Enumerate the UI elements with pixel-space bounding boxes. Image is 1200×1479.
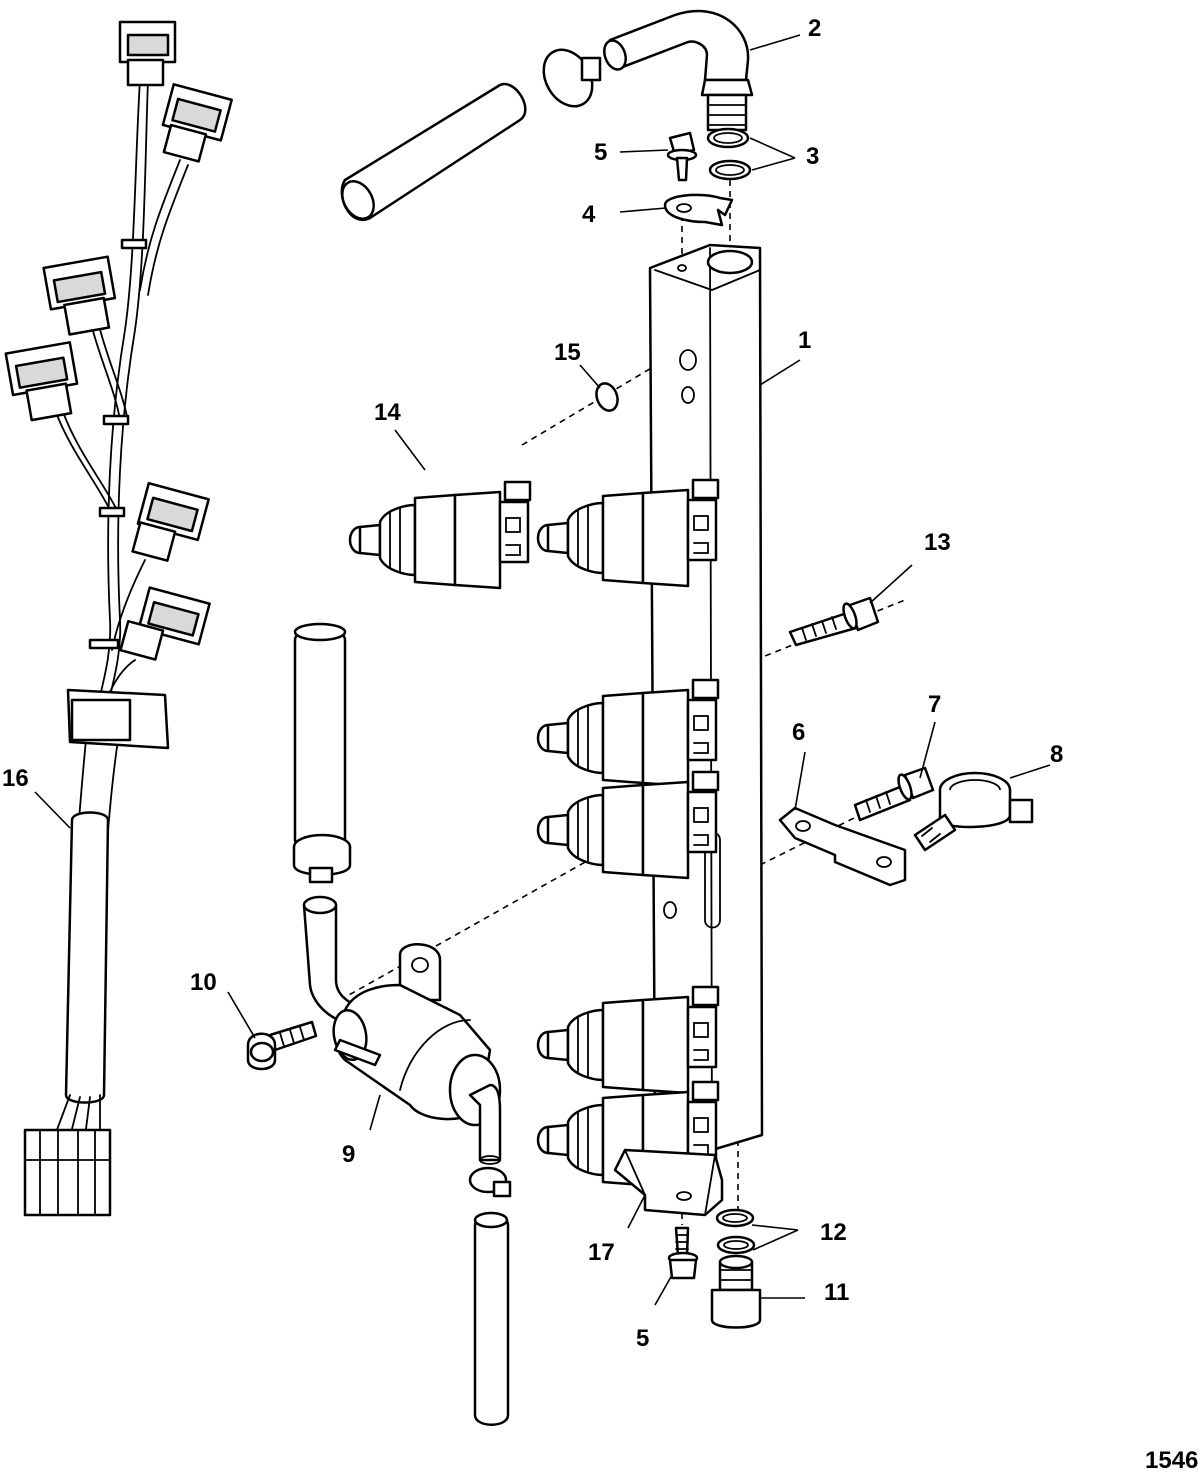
screw-10	[246, 1020, 318, 1071]
callout-5-top: 5	[594, 139, 607, 166]
elbow-fitting	[603, 9, 754, 132]
o-rings-bottom	[715, 1208, 756, 1255]
return-fitting	[302, 895, 362, 1027]
hose-lower	[473, 1211, 510, 1426]
clamp-8	[913, 771, 1034, 852]
pressure-regulator	[332, 943, 502, 1165]
callout-16: 16	[2, 765, 29, 792]
screw-bottom	[667, 1226, 699, 1280]
screw-top	[666, 131, 698, 182]
callout-15: 15	[554, 339, 581, 366]
callout-14: 14	[374, 399, 401, 426]
callout-17: 17	[588, 1239, 615, 1266]
callout-labels: 1 2 3 4 5 6 7 8 9 10 11 12 13 14 15 16 1…	[2, 15, 1063, 1352]
hose-clamp-lower	[468, 1166, 512, 1198]
callout-1: 1	[798, 327, 811, 354]
figure-number: 1546	[1145, 1447, 1198, 1474]
callout-11: 11	[824, 1279, 849, 1306]
wiring-harness	[4, 20, 233, 1217]
callout-2: 2	[808, 15, 821, 42]
callout-9: 9	[342, 1141, 355, 1168]
bracket-top	[663, 193, 734, 227]
callout-13: 13	[924, 529, 951, 556]
callout-12: 12	[820, 1219, 847, 1246]
callout-10: 10	[190, 969, 217, 996]
screw-13	[788, 596, 880, 647]
callout-7: 7	[928, 691, 941, 718]
bracket-6	[778, 806, 907, 887]
plug-11	[710, 1254, 762, 1329]
hose-left-upper	[293, 622, 347, 851]
hose-clamp-left	[292, 833, 352, 884]
o-ring-15	[595, 382, 619, 412]
upper-hose	[340, 82, 527, 222]
o-rings-top	[706, 127, 752, 181]
callout-8: 8	[1050, 741, 1063, 768]
callout-3: 3	[806, 143, 819, 170]
hose-clamp-upper	[542, 48, 602, 108]
injector-exploded	[348, 480, 532, 590]
leader-lines	[34, 34, 1051, 1306]
callout-5-bottom: 5	[636, 1325, 649, 1352]
bracket-17	[613, 1148, 724, 1217]
screw-7	[853, 766, 935, 822]
callout-4: 4	[582, 201, 596, 228]
callout-6: 6	[792, 719, 805, 746]
